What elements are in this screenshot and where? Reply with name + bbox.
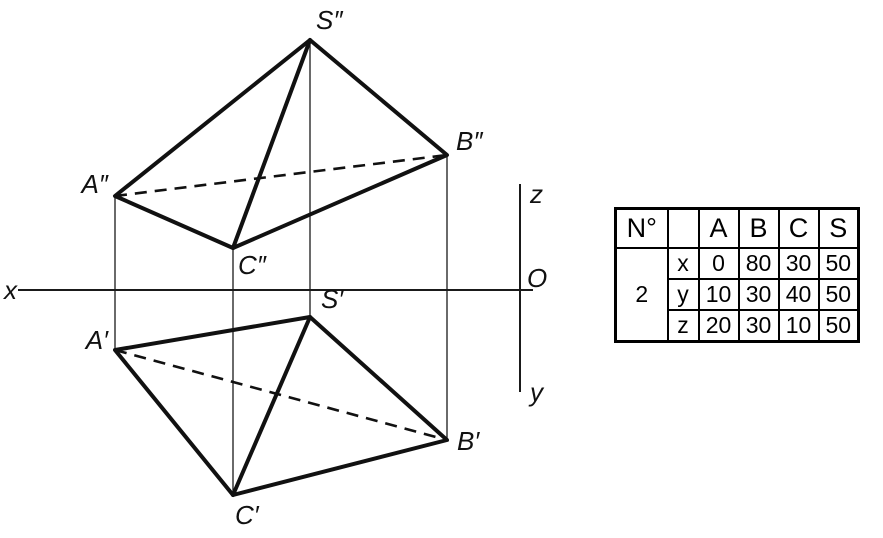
value-z-c: 10 bbox=[777, 309, 820, 343]
top-point-label-s: S′ bbox=[321, 284, 344, 314]
coordinates-table: N° A B C S 2 x 0 80 30 50 y 10 30 40 50 bbox=[614, 207, 860, 343]
front-view-edges bbox=[113, 38, 449, 250]
table-point-header-s: S bbox=[817, 207, 860, 249]
table-corner-cell bbox=[666, 207, 700, 249]
origin-label: O bbox=[527, 263, 547, 293]
value-z-s: 50 bbox=[817, 309, 860, 343]
front-point-label-s: S″ bbox=[316, 5, 343, 35]
z-axis-label: z bbox=[529, 179, 543, 209]
top-view-edge-sc bbox=[231, 315, 312, 497]
table-number-header: N° bbox=[614, 207, 669, 249]
row-label-x: x bbox=[666, 247, 700, 280]
value-x-a: 0 bbox=[697, 247, 740, 280]
table-point-header-c: C bbox=[777, 207, 820, 249]
front-view-outline bbox=[113, 38, 449, 250]
top-point-label-a: A′ bbox=[84, 325, 109, 355]
top-view-edge-ab-dashed bbox=[114, 348, 448, 442]
front-point-label-b: B″ bbox=[456, 126, 483, 156]
front-view-edge-ab-dashed bbox=[114, 153, 448, 198]
value-y-a: 10 bbox=[697, 278, 740, 311]
value-y-s: 50 bbox=[817, 278, 860, 311]
value-x-b: 80 bbox=[737, 247, 780, 280]
front-point-label-a: A″ bbox=[79, 169, 108, 199]
table-point-header-b: B bbox=[737, 207, 780, 249]
table-row-z: z 20 30 10 50 bbox=[616, 309, 860, 343]
value-x-c: 30 bbox=[777, 247, 820, 280]
top-point-label-c: C′ bbox=[235, 500, 260, 530]
table-row-x: 2 x 0 80 30 50 bbox=[614, 247, 860, 343]
front-view-edge-sc bbox=[231, 38, 312, 250]
row-label-y: y bbox=[666, 278, 700, 311]
value-y-b: 30 bbox=[737, 278, 780, 311]
table-point-header-a: A bbox=[697, 207, 740, 249]
value-y-c: 40 bbox=[777, 278, 820, 311]
front-point-label-c: C″ bbox=[238, 250, 267, 280]
top-point-label-b: B′ bbox=[457, 426, 480, 456]
top-view-edges bbox=[113, 315, 449, 497]
table-row-y: y 10 30 40 50 bbox=[616, 278, 860, 311]
table-header-row: N° A B C S bbox=[614, 207, 860, 249]
value-z-b: 30 bbox=[737, 309, 780, 343]
row-label-z: z bbox=[666, 309, 700, 343]
projection-connectors bbox=[114, 40, 448, 495]
y-axis-label: y bbox=[528, 377, 545, 407]
x-axis-label: x bbox=[2, 275, 18, 305]
task-number-cell: 2 bbox=[614, 247, 669, 343]
value-x-s: 50 bbox=[817, 247, 860, 280]
value-z-a: 20 bbox=[697, 309, 740, 343]
top-view-outline bbox=[113, 315, 449, 497]
